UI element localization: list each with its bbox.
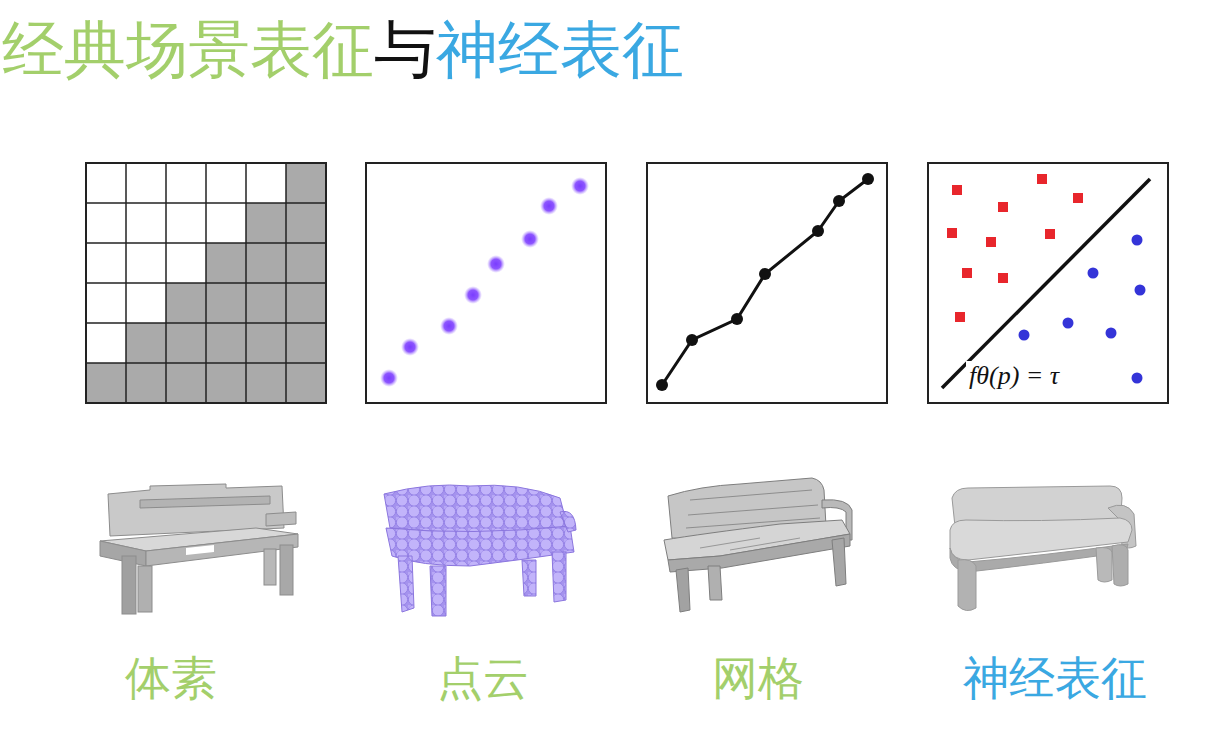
point-cloud-panel-part-part bbox=[521, 230, 539, 248]
mesh-panel-part-part bbox=[862, 173, 874, 185]
point-cloud-bench-part bbox=[552, 552, 566, 602]
mesh-panel-part-part bbox=[656, 379, 668, 391]
neural-panel bbox=[928, 163, 1168, 403]
mesh-panel-part bbox=[656, 173, 874, 391]
neural-panel-part-part bbox=[1135, 285, 1146, 296]
neural-bench bbox=[950, 486, 1136, 611]
voxel-bench-part bbox=[280, 545, 293, 595]
point-cloud-bench-part bbox=[384, 485, 568, 534]
voxel-grid-part-part bbox=[86, 322, 326, 324]
voxel-grid-part bbox=[86, 163, 326, 403]
voxel-bench-part bbox=[138, 566, 152, 612]
voxel-grid-part bbox=[86, 163, 326, 403]
neural-panel-part-part bbox=[1088, 268, 1099, 279]
neural-panel-part-part bbox=[1045, 229, 1055, 239]
voxel-bench-part bbox=[186, 545, 214, 555]
mesh-bench-part bbox=[700, 538, 800, 550]
neural-panel-part-part bbox=[1132, 235, 1143, 246]
neural-panel-part-part bbox=[1063, 318, 1074, 329]
point-cloud-panel-part-part bbox=[401, 338, 419, 356]
mesh-bench-part bbox=[708, 566, 722, 600]
point-cloud-panel-part bbox=[366, 163, 606, 403]
point-cloud-panel-part bbox=[380, 177, 589, 387]
voxel-bench-part bbox=[122, 556, 136, 614]
point-cloud-bench-part bbox=[398, 556, 414, 612]
mesh-panel-part-part bbox=[759, 268, 771, 280]
voxel-grid-part-part bbox=[126, 323, 326, 363]
point-cloud-panel-part-part bbox=[380, 369, 398, 387]
mesh-panel-part-part bbox=[731, 313, 743, 325]
neural-panel-part-part bbox=[952, 185, 962, 195]
voxel-grid-part-part bbox=[86, 202, 326, 204]
point-cloud-panel-part-part bbox=[464, 286, 482, 304]
mesh-bench-part bbox=[832, 538, 846, 586]
voxel-grid-part-part bbox=[86, 282, 326, 284]
neural-panel-part-part bbox=[1132, 373, 1143, 384]
mesh-panel bbox=[647, 163, 887, 403]
point-cloud-panel-part-part bbox=[487, 255, 505, 273]
neural-panel-part-part bbox=[947, 228, 957, 238]
point-cloud-panel-part-part bbox=[440, 317, 458, 335]
neural-panel-part-part bbox=[986, 237, 996, 247]
voxel-grid-part-part bbox=[86, 242, 326, 244]
voxel-grid-part-part bbox=[206, 243, 326, 283]
neural-panel-part-part bbox=[1019, 330, 1030, 341]
point-cloud-panel-part-part bbox=[571, 177, 589, 195]
point-cloud-bench-part bbox=[522, 560, 536, 596]
neural-bench-part bbox=[1112, 545, 1128, 586]
voxel-grid-part bbox=[86, 163, 326, 403]
voxel-bench-part bbox=[264, 549, 276, 585]
formula-label: fθ(p) = τ bbox=[966, 361, 1062, 391]
title: 经典场景表征与神经表征 bbox=[2, 14, 684, 85]
mesh-bench-part bbox=[676, 568, 690, 612]
neural-panel-part-part bbox=[1073, 193, 1083, 203]
voxel-bench-part bbox=[266, 512, 296, 526]
mesh-panel-part-part bbox=[812, 225, 824, 237]
mesh-bench-part bbox=[668, 534, 850, 572]
caption-label: 体素 bbox=[125, 652, 217, 705]
neural-panel-part-part bbox=[955, 312, 965, 322]
mesh-panel-part bbox=[662, 179, 868, 385]
neural-panel-part-part bbox=[1106, 328, 1117, 339]
caption-label: 神经表征 bbox=[963, 652, 1147, 705]
point-cloud-bench-part bbox=[430, 566, 446, 616]
mesh-panel-part bbox=[647, 163, 887, 403]
voxel-grid-part-part bbox=[286, 163, 326, 203]
caption-label: 网格 bbox=[712, 652, 804, 705]
mesh-panel-part-part bbox=[686, 334, 698, 346]
voxel-grid-part-part bbox=[86, 362, 326, 364]
voxel-bench-part bbox=[140, 496, 270, 508]
neural-panel-part bbox=[947, 174, 1083, 322]
neural-panel-part-part bbox=[998, 273, 1008, 283]
neural-bench-part bbox=[958, 560, 976, 611]
voxel-bench bbox=[100, 484, 298, 614]
neural-panel-part bbox=[928, 163, 1168, 403]
point-cloud-panel-part-part bbox=[540, 197, 558, 215]
neural-bench-part bbox=[1096, 548, 1112, 583]
point-cloud-bench bbox=[384, 485, 576, 616]
neural-panel-part-part bbox=[998, 202, 1008, 212]
neural-panel-part-part bbox=[1037, 174, 1047, 184]
caption-label: 点云 bbox=[437, 652, 529, 705]
point-cloud-bench-part bbox=[386, 526, 574, 566]
mesh-panel-part-part bbox=[833, 195, 845, 207]
neural-panel-part-part bbox=[962, 268, 972, 278]
point-cloud-bench-part bbox=[560, 511, 576, 532]
voxel-grid-part bbox=[86, 163, 326, 403]
mesh-bench bbox=[664, 478, 852, 612]
point-cloud-panel bbox=[366, 163, 606, 403]
neural-panel-part bbox=[942, 179, 1150, 388]
voxel-grid bbox=[86, 163, 326, 403]
